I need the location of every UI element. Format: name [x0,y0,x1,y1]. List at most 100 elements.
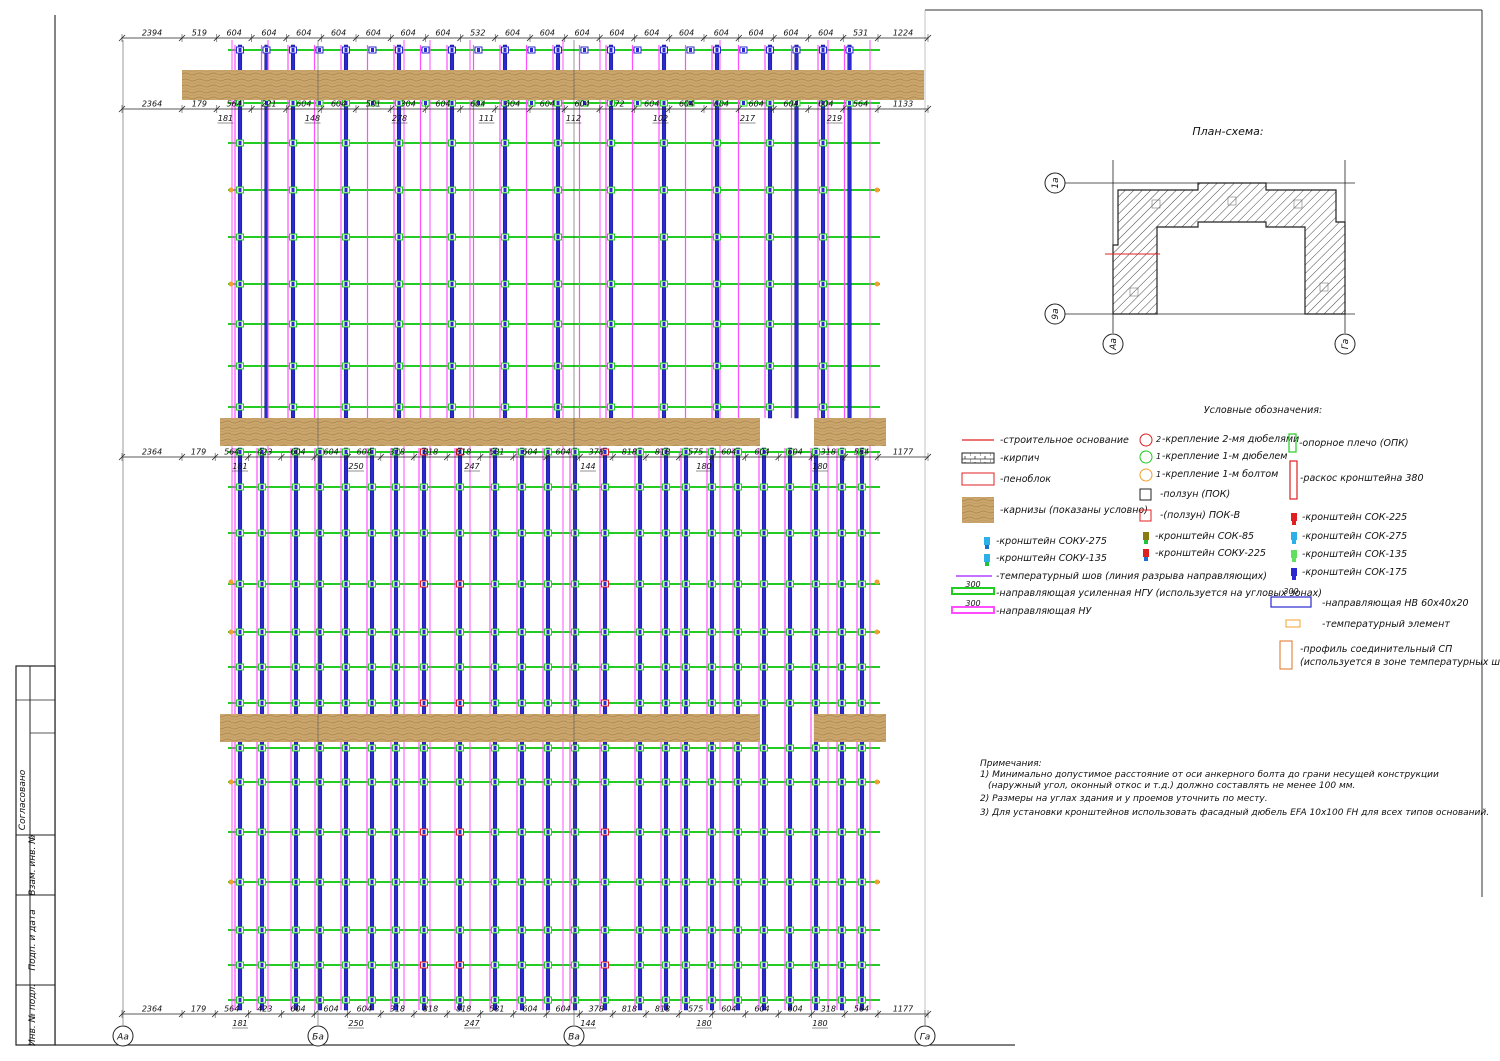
svg-text:Аа: Аа [1109,338,1119,351]
bracket-core [762,701,766,705]
dimension-label: 604 [401,29,416,38]
bracket-core [422,630,426,634]
bracket-core [840,450,844,454]
svg-text:Га: Га [1341,339,1351,350]
bracket-core [318,531,322,535]
bracket-core [291,141,295,145]
bracket-core [860,450,864,454]
svg-text:2: 2 [1156,435,1161,444]
bracket-core [573,780,577,784]
bracket-core [603,531,607,535]
legend-item: -направляющая НВ 60х40х20 [1322,598,1469,609]
bracket-core [814,665,818,669]
bracket-core [762,630,766,634]
bracket-core [546,450,550,454]
nv-rail [794,44,799,419]
bracket-core [689,101,692,105]
bracket-core [860,665,864,669]
symbol-slider-pok [1139,488,1152,501]
bracket-core [291,235,295,239]
legend-item: -кирпич [1000,453,1040,464]
bracket-core [344,880,348,884]
legend-item: -кронштейн СОК-225 [1302,512,1407,523]
bracket-core [860,701,864,705]
dimension-label: 604 [290,448,305,457]
bracket-core [294,780,298,784]
bracket-core [546,830,550,834]
dimension-label: 604 [435,29,450,38]
bracket-core [238,141,242,145]
bracket-core [814,780,818,784]
bracket-core [715,322,719,326]
bracket-core [715,364,719,368]
bracket-core [546,665,550,669]
bracket-core [344,322,348,326]
bracket-core [609,188,613,192]
bolt-mark [228,629,234,635]
dimension-label: 604 [788,1005,803,1014]
bracket-core [788,630,792,634]
bracket-core [684,746,688,750]
bracket-core [520,701,524,705]
bracket-core [422,582,426,586]
dimension-label: 604 [783,29,798,38]
bracket-core [344,485,348,489]
bracket-core [788,998,792,1002]
bracket-core [556,322,560,326]
bracket-core [265,101,268,105]
bracket-core [583,101,586,105]
bracket-core [238,188,242,192]
legend-item: -(ползун) ПОК-В [1160,510,1240,521]
bracket-core [860,582,864,586]
bracket-core [603,998,607,1002]
bracket-core [422,780,426,784]
bracket-core [318,450,322,454]
bracket-core [546,998,550,1002]
dimension-label: 564 [224,1005,239,1014]
bracket-core [493,665,497,669]
symbol-one-dowel [1139,450,1153,464]
bracket-core [762,928,766,932]
bracket-core [458,485,462,489]
bracket-core [573,880,577,884]
bracket-core [493,746,497,750]
bracket-core [344,582,348,586]
bracket-core [664,630,668,634]
bracket-core [860,998,864,1002]
bracket-core [638,485,642,489]
bracket-core [238,405,242,409]
bracket-core [422,450,426,454]
svg-text:9а: 9а [1051,308,1061,319]
plan-axis-aa: Аа [1102,333,1124,355]
bracket-core [684,963,688,967]
callout-label: 180 [696,462,711,471]
callout-label: 217 [740,114,756,123]
bracket-core [503,141,507,145]
dimension-label: 604 [470,100,485,109]
bracket-core [458,998,462,1002]
bracket-core [422,531,426,535]
bracket-core [520,531,524,535]
bracket-core [238,630,242,634]
bracket-core [493,780,497,784]
bolt-mark [874,579,880,585]
dimension-label: 1177 [893,1005,914,1014]
bracket-core [860,485,864,489]
bracket-core [736,582,740,586]
bracket-core [238,928,242,932]
plan-axis-1a: 1а [1044,172,1066,194]
bracket-core [503,188,507,192]
axis-marker-ga: Га [914,1010,936,1047]
facade-grid [182,40,924,1011]
bracket-core [458,701,462,705]
bracket-core [609,282,613,286]
bracket-core [370,746,374,750]
dimension-label: 604 [296,100,311,109]
bracket-core [814,928,818,932]
bracket-core [344,963,348,967]
bracket-core [768,322,772,326]
bracket-core [684,582,688,586]
bracket-core [710,582,714,586]
callout-label: 181 [232,1019,247,1028]
bracket-core [422,701,426,705]
